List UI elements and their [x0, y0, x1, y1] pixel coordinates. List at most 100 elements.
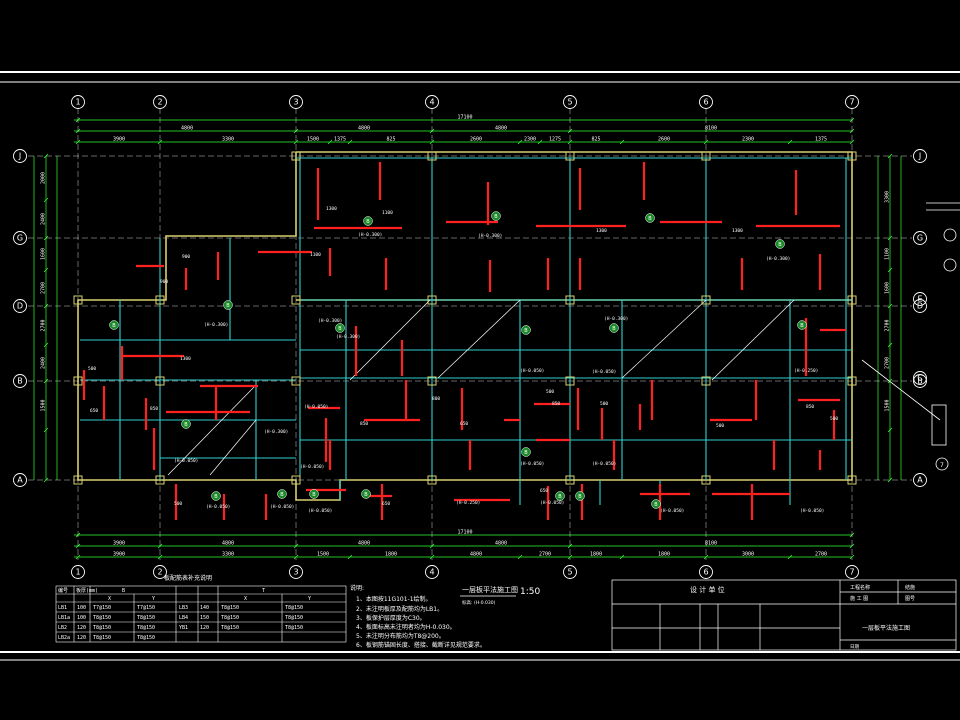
- column: [427, 376, 437, 386]
- column: [701, 376, 711, 386]
- dim-text: 8100: [705, 541, 717, 547]
- elevation-label: (H-0.250): [456, 500, 480, 506]
- axis-label: B: [917, 377, 923, 386]
- dim-tick: [327, 139, 333, 145]
- column: [291, 295, 301, 305]
- dim-tick: [517, 554, 523, 560]
- note-3: 3、板保护层厚度为C30。: [356, 614, 426, 622]
- notes-title: 说明:: [350, 584, 364, 592]
- column: [427, 295, 437, 305]
- legend-row-x: T7@150: [93, 605, 111, 611]
- dim-text: 1600: [41, 248, 47, 260]
- elevation-label: (H-0.050): [270, 504, 294, 510]
- rebar-length-label: 1300: [180, 356, 191, 362]
- dim-tick: [293, 554, 299, 560]
- dim-text: 4800: [222, 541, 234, 547]
- axis-bubble: [913, 292, 927, 306]
- dim-text: 825: [591, 137, 600, 143]
- axis-bubble: [13, 473, 27, 487]
- axis-label: 4: [429, 98, 434, 107]
- axis-label: D: [917, 302, 923, 311]
- axis-bubble: [13, 374, 27, 388]
- dim-tick: [429, 139, 435, 145]
- dim-tick: [75, 139, 81, 145]
- legend-row-h: 120: [77, 625, 86, 631]
- dim-tick: [887, 378, 893, 384]
- note-1: 1、本图按11G101-1绘制。: [356, 595, 432, 603]
- column: [565, 376, 575, 386]
- dim-text: 1800: [658, 552, 670, 558]
- slab-mark: [361, 489, 371, 499]
- column: [155, 475, 165, 485]
- axis-bubble: [563, 95, 577, 109]
- rebar-length-label: 500: [716, 423, 724, 429]
- slab-mark-label: B: [226, 303, 230, 309]
- elevation-label: (H-0.050): [300, 464, 324, 470]
- legend-row-y: T8@150: [285, 625, 303, 631]
- rebar-length-label: 850: [806, 404, 814, 410]
- rebar-length-label: 650: [382, 501, 390, 507]
- rebar-length-label: 850: [150, 406, 158, 412]
- slab-mark-label: B: [494, 214, 498, 220]
- axis-bubble: [845, 565, 859, 579]
- slab-mark: [775, 239, 785, 249]
- dim-tick: [293, 139, 299, 145]
- slab-mark: [109, 320, 119, 330]
- dim-text: 2300: [742, 137, 754, 143]
- elevation-label: (H-0.050): [540, 500, 564, 506]
- axis-bubble: [289, 565, 303, 579]
- legend-sub-x: X: [244, 596, 247, 602]
- dim-tick: [887, 342, 893, 348]
- dim-tick: [849, 554, 855, 560]
- column: [701, 151, 711, 161]
- slab-mark: [521, 325, 531, 335]
- dim-tick: [537, 139, 543, 145]
- svg-text:7: 7: [940, 462, 944, 469]
- dim-tick: [703, 139, 709, 145]
- legend-row-y: T8@150: [285, 605, 303, 611]
- axis-bubble: [913, 231, 927, 245]
- dim-text: 2400: [41, 357, 47, 369]
- legend-row-h: 140: [200, 605, 209, 611]
- elevation-label: (H-0.250): [794, 368, 818, 374]
- elevation-label: (H-0.300): [204, 322, 228, 328]
- dim-text: 1500: [885, 399, 891, 411]
- dim-text: 3900: [113, 552, 125, 558]
- slab-mark-label: B: [648, 216, 652, 222]
- legend-header-h: 板厚(mm): [76, 587, 98, 594]
- slab-mark-label: B: [366, 219, 370, 225]
- dim-tick: [43, 267, 49, 273]
- title-block-date: 日期: [850, 644, 859, 650]
- columns: [73, 151, 857, 485]
- slab-mark: [491, 211, 501, 221]
- slab-mark: [521, 447, 531, 457]
- rebar-length-label: 500: [88, 366, 96, 372]
- beam-lines: [80, 152, 852, 505]
- dim-text: 825: [386, 137, 395, 143]
- dim-text: 17100: [457, 115, 472, 121]
- rebar-length-label: 650: [460, 421, 468, 427]
- dim-text: 8100: [705, 126, 717, 132]
- dim-text: 1275: [549, 137, 561, 143]
- stair-diagonals: [167, 299, 795, 476]
- slab-mark-label: B: [280, 492, 284, 498]
- dim-text: 1800: [385, 552, 397, 558]
- dim-text: 1500: [307, 137, 319, 143]
- axis-bubble: [913, 371, 927, 385]
- plan-title: 一层板平法施工图: [462, 585, 518, 594]
- rebar-length-label: 1300: [732, 228, 743, 234]
- rebar-length-label: 500: [830, 416, 838, 422]
- axis-label: 4: [429, 568, 434, 577]
- dim-tick: [157, 139, 163, 145]
- axis-bubble: [425, 565, 439, 579]
- slab-mark-label: B: [312, 492, 316, 498]
- elevation-label: (H-0.300): [336, 334, 360, 340]
- legend-row-h: 120: [77, 635, 86, 641]
- dim-text: 3900: [113, 541, 125, 547]
- note-2: 2、未注明板厚及配筋均为LB1。: [356, 605, 443, 613]
- dim-tick: [619, 554, 625, 560]
- dim-tick: [619, 139, 625, 145]
- dim-tick: [567, 554, 573, 560]
- dim-text: 2600: [470, 137, 482, 143]
